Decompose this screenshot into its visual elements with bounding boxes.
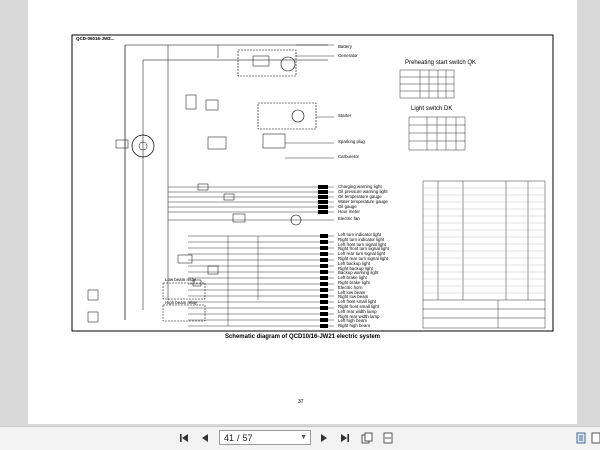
- component-label: Water temperature gauge: [338, 199, 388, 204]
- component-label: Left rear turn signal light: [338, 251, 386, 257]
- thumbnail-view-icon[interactable]: [588, 431, 600, 445]
- component-label: Right rear turn signal light: [338, 256, 389, 261]
- component-label: Charging warning light: [338, 184, 382, 189]
- high-beam-relay-label: High beam relay: [165, 300, 197, 305]
- drawing-number-stamp: QCD-06016-JW2...: [76, 36, 115, 41]
- component-label: Right brake light: [338, 280, 370, 285]
- component-label: Electric fan: [338, 216, 360, 221]
- low-beam-relay-label: Low beam relay: [165, 277, 196, 282]
- component-label: Right front turn signal light: [338, 246, 390, 252]
- component-label: Starter: [338, 113, 352, 118]
- printed-page-number: 37: [298, 399, 304, 405]
- component-label: Generator: [338, 53, 358, 58]
- component-label: Sparking plug: [338, 139, 365, 144]
- first-page-icon[interactable]: [176, 431, 192, 445]
- component-label: Left front small light: [338, 299, 377, 305]
- component-label: Left front turn signal light: [338, 241, 387, 247]
- total-pages: 57: [242, 432, 253, 443]
- component-label: Left brake light: [338, 275, 367, 281]
- page-selector[interactable]: 41 / 57 ▼: [219, 430, 311, 445]
- component-label: Right low beam: [338, 294, 369, 300]
- component-label: Left low beam: [338, 289, 366, 295]
- preheat-switch-title: Preheating start switch QK: [405, 60, 477, 66]
- component-label: Left backup light: [338, 260, 370, 266]
- viewer-toolbar: 41 / 57 ▼: [0, 426, 600, 450]
- next-page-icon[interactable]: [316, 431, 332, 445]
- component-label: Carburetor: [338, 154, 359, 159]
- component-label: Right front small light: [338, 304, 379, 309]
- component-label: Electric horn: [338, 284, 363, 290]
- component-label: Oil pressure warning light: [338, 189, 388, 194]
- current-page: 41: [224, 432, 235, 443]
- last-page-icon[interactable]: [337, 431, 353, 445]
- component-label: Backup warning light: [338, 270, 379, 276]
- component-label: Left high beam: [338, 318, 368, 324]
- previous-page-icon[interactable]: [197, 431, 213, 445]
- page-separator: /: [237, 432, 240, 443]
- schematic-diagram: [71, 34, 554, 332]
- chevron-down-icon: ▼: [300, 434, 307, 441]
- light-switch-title: Light switch DK: [411, 106, 453, 112]
- component-label: Right turn indicator light: [338, 236, 385, 242]
- component-label: Right rear width lamp: [338, 313, 380, 319]
- component-label: Right high beam: [338, 323, 370, 329]
- fit-width-icon[interactable]: [380, 431, 396, 445]
- diagram-caption: Schematic diagram of QCD10/16-JW21 elect…: [224, 334, 381, 340]
- component-label: Right backup light: [338, 265, 373, 271]
- fit-page-icon[interactable]: [359, 431, 375, 445]
- component-label: Oil gauge: [338, 204, 357, 209]
- single-page-view-icon[interactable]: [573, 431, 589, 445]
- component-label: Left turn indicator light: [338, 232, 382, 237]
- component-label: Oil temperature gauge: [338, 194, 382, 199]
- component-label: Left rear width lamp: [338, 308, 377, 314]
- component-label: Battery: [338, 44, 352, 49]
- component-label: Hour meter: [338, 209, 360, 214]
- document-page: QCD-06016-JW2... Preheating start switch…: [28, 0, 577, 424]
